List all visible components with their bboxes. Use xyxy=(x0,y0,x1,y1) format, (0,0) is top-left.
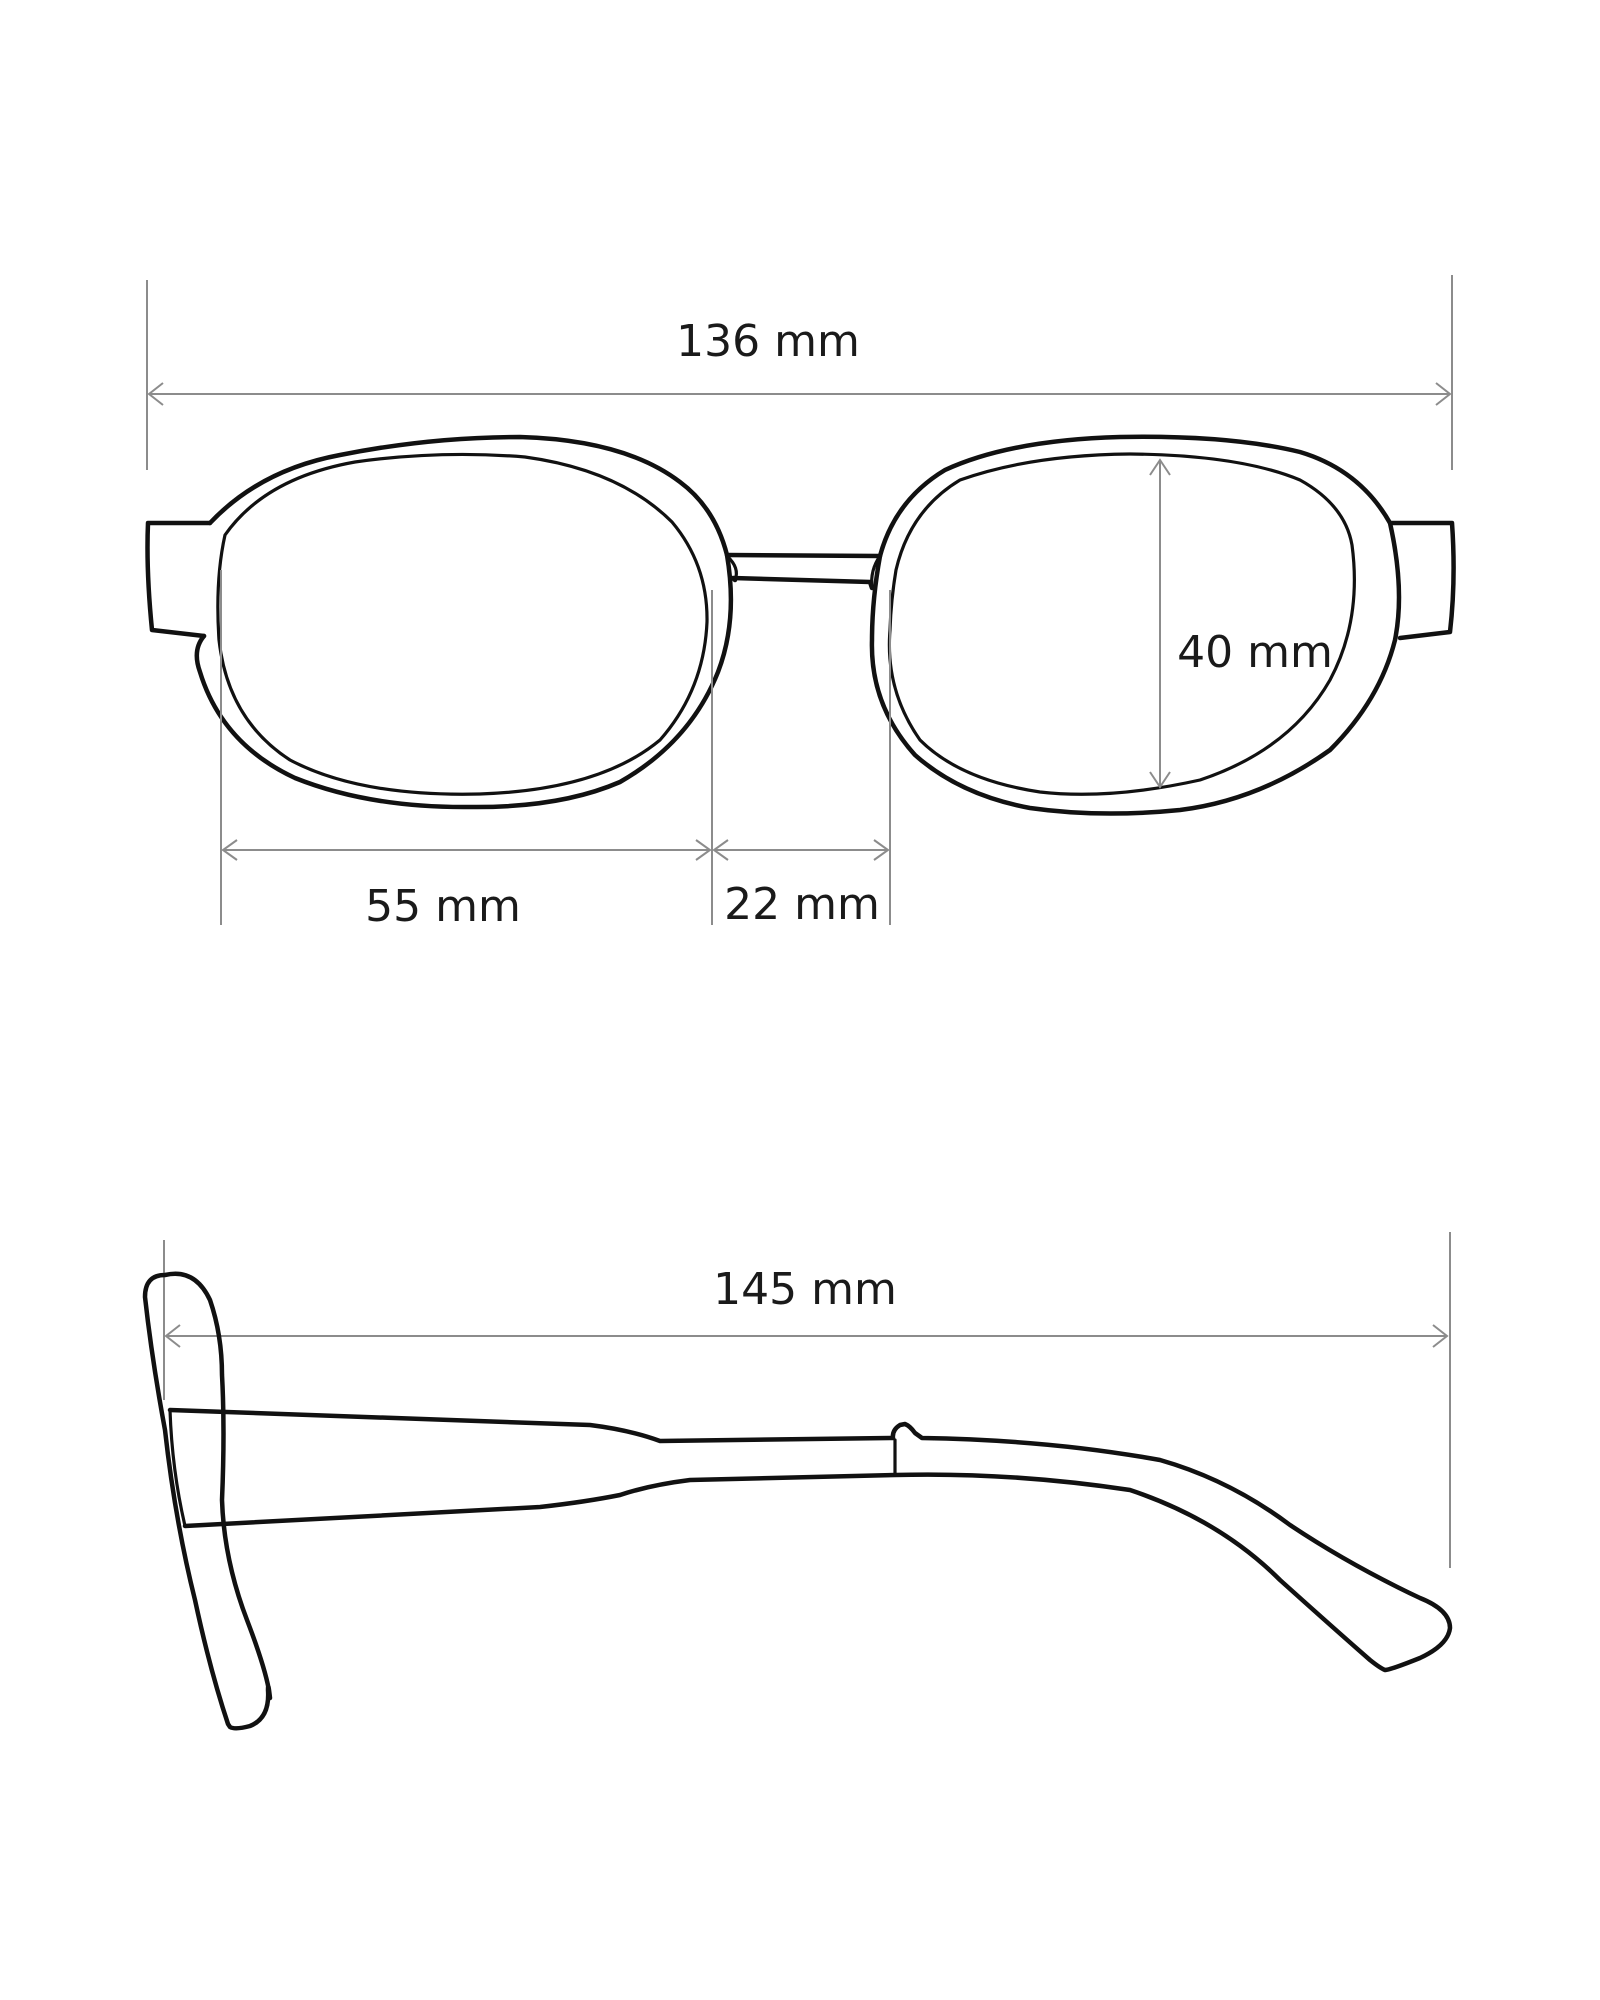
bridge xyxy=(724,552,883,559)
lens-width-dimension: 55 mm xyxy=(220,570,713,932)
right-lens xyxy=(887,452,1356,796)
lens-height-label: 40 mm xyxy=(1177,627,1333,678)
bridge-lower xyxy=(730,575,875,591)
right-frame-outer xyxy=(869,434,1402,816)
lens-width-label: 55 mm xyxy=(365,881,521,932)
right-hinge-block xyxy=(1387,520,1456,641)
front-view: 136 mm 40 mm xyxy=(145,275,1456,932)
lens-height-dimension: 40 mm xyxy=(1149,458,1333,789)
total-width-dimension: 136 mm xyxy=(146,275,1453,470)
side-rim xyxy=(142,1271,273,1731)
temple-length-dimension: 145 mm xyxy=(163,1232,1451,1568)
left-hinge-block xyxy=(145,520,213,639)
left-lens xyxy=(216,452,709,796)
bridge-pad-left xyxy=(725,554,738,582)
temple-length-label: 145 mm xyxy=(713,1264,897,1315)
bridge-width-label: 22 mm xyxy=(724,879,880,930)
side-view: 145 mm xyxy=(142,1232,1453,1731)
temple-arm xyxy=(167,1407,1453,1673)
left-frame-outer xyxy=(194,434,734,810)
bridge-width-dimension: 22 mm xyxy=(712,590,891,930)
rim-temple-joint xyxy=(168,1408,187,1528)
total-width-label: 136 mm xyxy=(676,316,860,367)
